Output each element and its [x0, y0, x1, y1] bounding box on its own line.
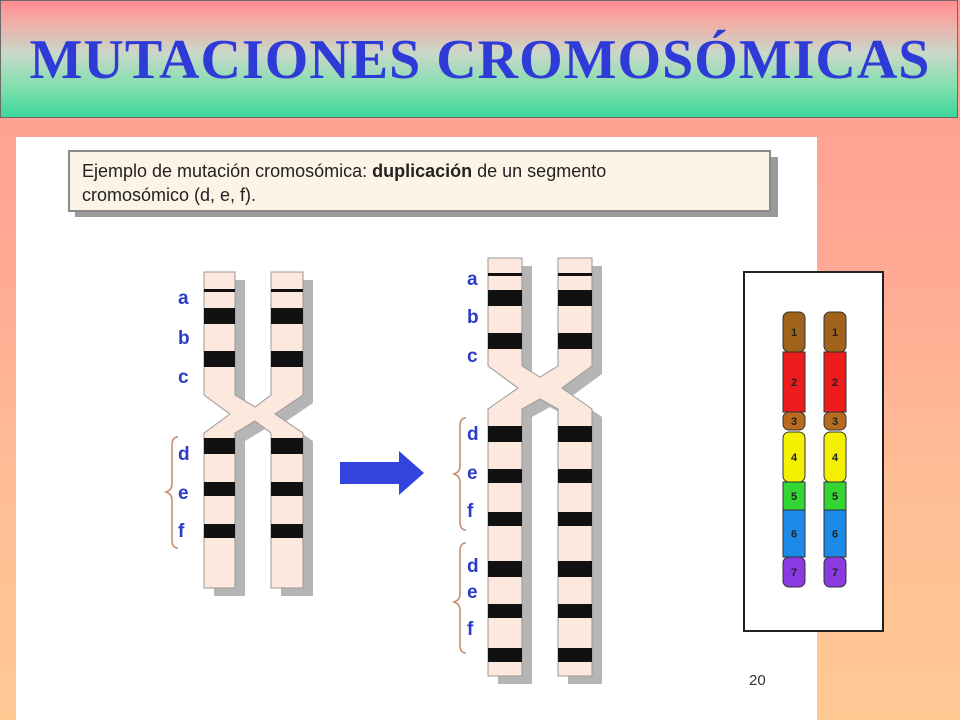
right-label-f2: f	[467, 619, 474, 640]
left-label-d: d	[178, 444, 190, 465]
left-label-c: c	[178, 367, 189, 388]
right-label-a: a	[467, 269, 478, 290]
page-number: 20	[749, 672, 766, 689]
right-label-e2: e	[467, 582, 478, 603]
right-brace-1	[451, 417, 467, 531]
right-label-d1: d	[467, 424, 479, 445]
right-label-b: b	[467, 307, 479, 328]
title-bar	[0, 0, 958, 118]
caption-suffix: de un segmento	[472, 161, 607, 181]
diagram-panel	[16, 137, 817, 720]
left-label-f: f	[178, 521, 185, 542]
caption-box: Ejemplo de mutación cromosómica: duplica…	[68, 150, 771, 212]
right-label-d2: d	[467, 556, 479, 577]
left-label-a: a	[178, 288, 189, 309]
caption-line2: cromosómico (d, e, f).	[82, 185, 257, 205]
page-title: MUTACIONES CROMOSÓMICAS	[29, 29, 931, 91]
right-brace-2	[451, 542, 467, 654]
original-chromosome	[203, 271, 313, 596]
duplicated-chromosome	[487, 257, 602, 684]
arrow-icon	[340, 451, 424, 495]
caption-prefix: Ejemplo de mutación cromosómica:	[82, 161, 373, 181]
left-label-b: b	[178, 328, 190, 349]
left-brace	[163, 436, 179, 549]
caption-bold: duplicación	[372, 161, 473, 181]
left-label-e: e	[178, 483, 189, 504]
right-label-e1: e	[467, 463, 478, 484]
right-label-c: c	[467, 346, 478, 367]
karyotype-inset	[743, 271, 884, 632]
right-label-f1: f	[467, 501, 474, 522]
